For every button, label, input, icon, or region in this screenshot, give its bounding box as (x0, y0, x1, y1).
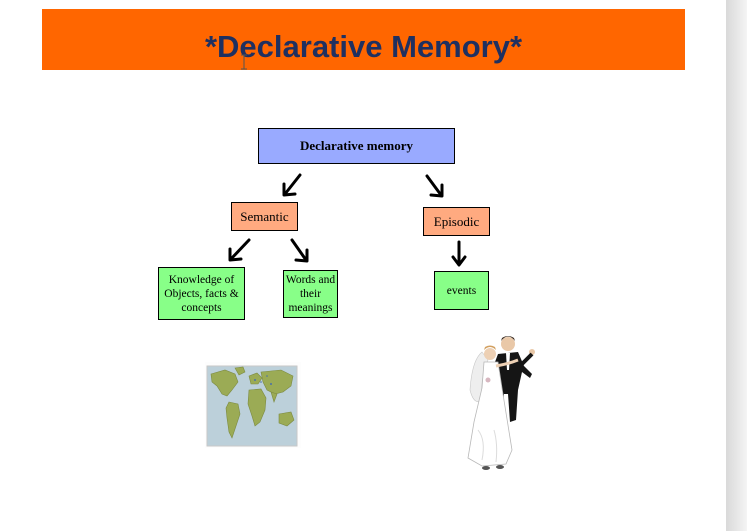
node-episodic-label: Episodic (433, 213, 480, 229)
node-knowledge-line-2: Objects, facts & (164, 287, 239, 300)
arrow-root-to-semantic (282, 173, 302, 197)
dancing-couple-icon (467, 336, 535, 470)
node-semantic: Semantic (231, 202, 298, 231)
world-map-icon (205, 362, 301, 448)
slide-title: *Declarative Memory* (204, 29, 523, 64)
node-semantic-label: Semantic (240, 208, 289, 224)
slide: *Declarative Memory* Declarative memory … (0, 0, 726, 531)
text-cursor-icon (241, 54, 247, 70)
node-words-line-2: their (299, 288, 322, 300)
arrow-semantic-to-words (290, 238, 309, 263)
arrow-semantic-to-knowledge (228, 238, 251, 262)
node-episodic: Episodic (423, 207, 490, 236)
arrow-episodic-to-events (451, 240, 467, 267)
node-words-line-3: meanings (288, 302, 333, 314)
node-declarative-memory: Declarative memory (258, 128, 455, 164)
node-knowledge-line-1: Knowledge of (168, 273, 235, 286)
arrow-root-to-episodic (425, 174, 444, 198)
node-knowledge-line-3: concepts (181, 301, 222, 314)
node-declarative-memory-label: Declarative memory (300, 138, 413, 153)
diagram-arrows (228, 173, 467, 267)
node-events-label: events (446, 284, 477, 297)
node-words: Words and their meanings (283, 270, 338, 318)
node-words-line-1: Words and (285, 274, 336, 286)
node-knowledge: Knowledge of Objects, facts & concepts (158, 267, 245, 320)
window-edge-scroll-area (726, 0, 747, 531)
node-events: events (434, 271, 489, 310)
title-bar: *Declarative Memory* (42, 9, 685, 70)
